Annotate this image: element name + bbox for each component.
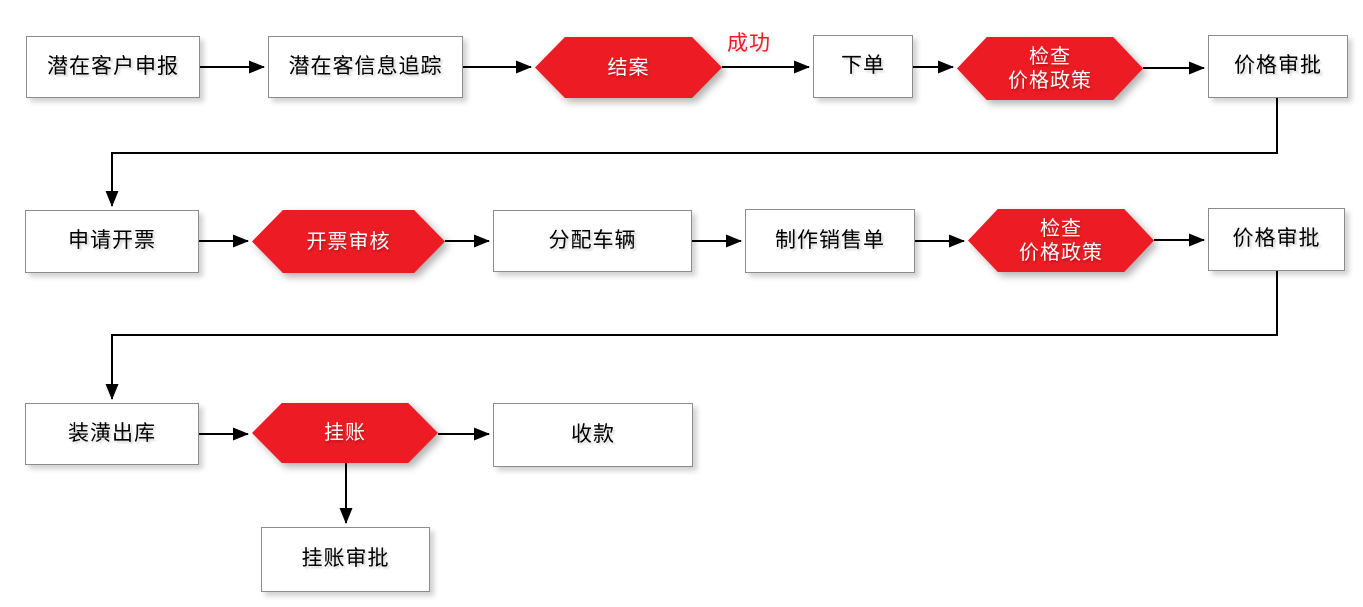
node-label: 收款 — [571, 422, 615, 446]
node-decoration-outbound: 装潢出库 — [25, 403, 199, 465]
node-label: 装潢出库 — [68, 421, 156, 445]
node-label: 下单 — [841, 54, 885, 78]
node-label: 价格审批 — [1232, 227, 1321, 251]
node-price-approval-1: 价格审批 — [1208, 35, 1348, 98]
node-on-account-approval: 挂账审批 — [261, 527, 430, 592]
node-potential-customer-declare: 潜在客户申报 — [26, 36, 200, 98]
node-label: 检查 价格政策 — [1019, 217, 1103, 264]
node-label: 制作销售单 — [775, 228, 885, 252]
node-collect-payment: 收款 — [493, 403, 693, 467]
node-place-order: 下单 — [813, 35, 913, 98]
decision-hexagon: 挂账 — [252, 403, 438, 463]
node-label: 分配车辆 — [548, 228, 637, 252]
node-check-price-policy-1: 检查 价格政策 — [957, 37, 1143, 100]
decision-hexagon: 开票审核 — [252, 210, 445, 273]
arrow-price-approval-1-to-apply-invoice — [105, 98, 1278, 207]
node-on-account: 挂账 — [252, 403, 438, 463]
node-price-approval-2: 价格审批 — [1208, 208, 1345, 271]
decision-hexagon: 结案 — [535, 37, 722, 98]
node-check-price-policy-2: 检查 价格政策 — [968, 209, 1154, 272]
node-label: 潜在客户申报 — [47, 54, 179, 78]
node-label: 结案 — [607, 56, 650, 79]
decision-hexagon: 检查 价格政策 — [968, 209, 1154, 272]
node-apply-invoice: 申请开票 — [25, 210, 199, 273]
node-label: 开票审核 — [306, 230, 391, 253]
node-invoice-review: 开票审核 — [252, 210, 445, 273]
node-label: 检查 价格政策 — [1008, 45, 1092, 92]
node-label: 价格审批 — [1234, 54, 1322, 78]
node-label: 挂账 — [324, 422, 366, 444]
node-close-case: 结案 — [535, 37, 722, 98]
node-label: 潜在客信息追踪 — [288, 54, 443, 78]
node-potential-customer-tracking: 潜在客信息追踪 — [268, 36, 463, 98]
node-label: 挂账审批 — [301, 547, 390, 571]
node-assign-vehicle: 分配车辆 — [493, 210, 692, 272]
arrow-price-approval-2-to-decoration-outbound — [105, 271, 1278, 400]
decision-hexagon: 检查 价格政策 — [957, 37, 1143, 100]
edge-label-success: 成功 — [727, 32, 771, 55]
node-make-sales-order: 制作销售单 — [745, 209, 915, 273]
node-label: 申请开票 — [68, 229, 156, 253]
